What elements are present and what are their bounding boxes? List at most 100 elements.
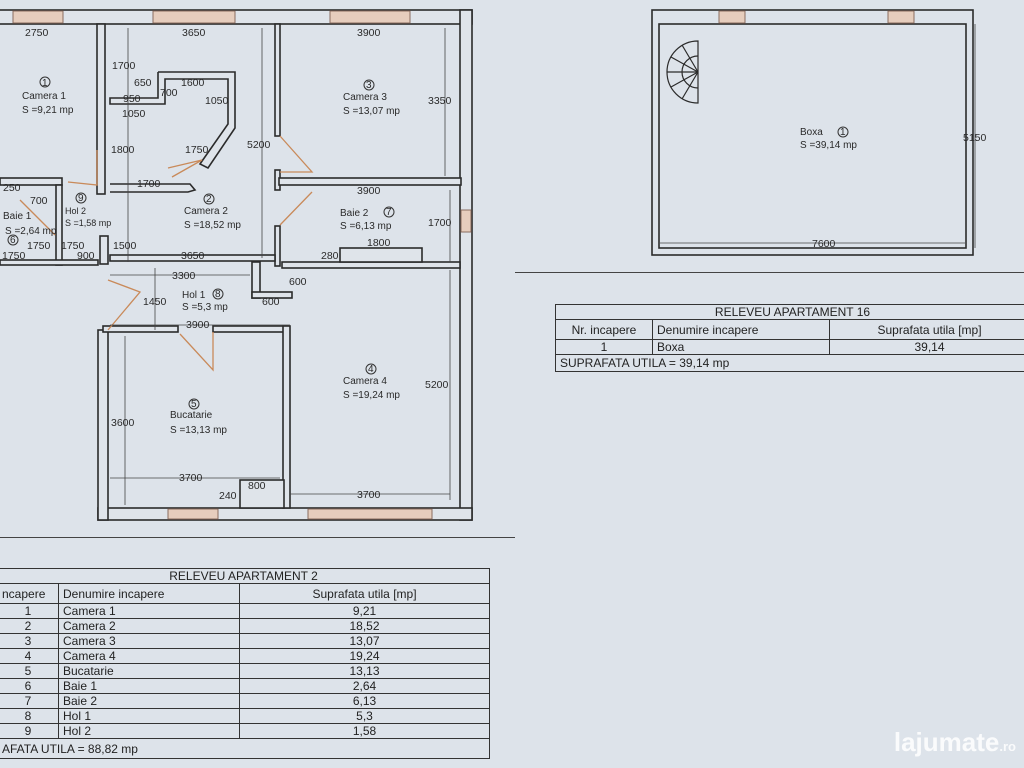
room-label-bucatarie: 5 Bucatarie S =13,13 mp (170, 398, 227, 436)
wall (274, 225, 281, 267)
svg-text:900: 900 (77, 250, 95, 262)
door (179, 332, 214, 372)
svg-text:1500: 1500 (113, 240, 137, 252)
svg-text:1750: 1750 (61, 240, 85, 252)
dimension-labels: 2750 3650 3900 1700 650 1600 950 700 105… (2, 27, 452, 502)
header-area: Suprafata utila [mp] (829, 319, 1024, 340)
wall (251, 291, 293, 299)
svg-text:Camera 1: Camera 1 (22, 91, 66, 102)
svg-text:700: 700 (160, 87, 178, 99)
table-releveu-apartament-16: RELEVEU APARTAMENT 16 Nr. incapere Denum… (555, 304, 1024, 372)
wall-inner (658, 23, 967, 249)
svg-text:3900: 3900 (357, 185, 381, 197)
svg-text:240: 240 (219, 490, 237, 502)
spiral-stair-icon (666, 40, 699, 104)
svg-text:1800: 1800 (367, 237, 391, 249)
header-name: Denumire incapere (58, 583, 240, 604)
watermark-logo: lajumate.ro (893, 727, 1016, 757)
window (12, 10, 64, 24)
svg-text:S =19,24 mp: S =19,24 mp (343, 390, 400, 401)
svg-text:S =9,21 mp: S =9,21 mp (22, 105, 74, 116)
svg-text:3900: 3900 (186, 319, 210, 331)
svg-text:3650: 3650 (181, 250, 205, 262)
header-nr: ncapere (0, 583, 59, 604)
room-label-camera-2: 2 Camera 2 S =18,52 mp (184, 193, 241, 231)
svg-text:2750: 2750 (25, 27, 49, 39)
wall (459, 9, 473, 521)
wall (0, 177, 63, 186)
svg-text:1800: 1800 (111, 144, 135, 156)
svg-text:Bucatarie: Bucatarie (170, 410, 213, 421)
svg-text:800: 800 (248, 480, 266, 492)
svg-text:650: 650 (134, 77, 152, 89)
svg-text:3350: 3350 (428, 95, 452, 107)
svg-text:1750: 1750 (2, 250, 26, 262)
svg-text:3900: 3900 (357, 27, 381, 39)
header-area: Suprafata utila [mp] (239, 583, 490, 604)
svg-text:S =18,52 mp: S =18,52 mp (184, 220, 241, 231)
wall-outer (651, 9, 974, 256)
window (152, 10, 236, 24)
svg-text:8: 8 (215, 289, 221, 300)
room-label-camera-1: 1 Camera 1 S =9,21 mp (22, 76, 74, 116)
svg-text:3600: 3600 (111, 417, 135, 429)
window (460, 209, 472, 233)
svg-text:280: 280 (321, 250, 339, 262)
table-total: SUPRAFATA UTILA = 39,14 mp (555, 354, 1024, 372)
svg-text:1450: 1450 (143, 296, 167, 308)
window (329, 10, 411, 24)
table-title: RELEVEU APARTAMENT 16 (555, 304, 1024, 320)
svg-text:1: 1 (42, 78, 48, 89)
door (167, 159, 203, 178)
svg-text:Baie 2: Baie 2 (340, 208, 369, 219)
divider (515, 272, 1024, 273)
svg-text:3300: 3300 (172, 270, 196, 282)
header-name: Denumire incapere (652, 319, 830, 340)
svg-text:7: 7 (386, 207, 392, 218)
plan-apartment-2: 1 Camera 1 S =9,21 mp 2 Camera 2 S =18,5… (0, 9, 473, 521)
svg-text:950: 950 (123, 93, 141, 105)
closet (109, 71, 236, 170)
window (887, 10, 915, 24)
room-label-camera-3: 3 Camera 3 S =13,07 mp (343, 79, 400, 117)
room-label-camera-4: 4 Camera 4 S =19,24 mp (343, 363, 400, 401)
svg-text:S =2,64 mp: S =2,64 mp (5, 226, 57, 237)
wall (282, 325, 291, 509)
svg-text:250: 250 (3, 182, 21, 194)
svg-text:700: 700 (30, 195, 48, 207)
svg-text:6: 6 (10, 235, 16, 246)
svg-text:S =1,58 mp: S =1,58 mp (65, 218, 111, 228)
divider (0, 537, 515, 538)
counter (239, 479, 285, 509)
svg-text:1050: 1050 (122, 108, 146, 120)
svg-text:S =6,13 mp: S =6,13 mp (340, 221, 392, 232)
svg-text:3650: 3650 (182, 27, 206, 39)
svg-text:1050: 1050 (205, 95, 229, 107)
table-total: AFATA UTILA = 88,82 mp (0, 738, 490, 759)
dimension-label: 7600 (812, 238, 836, 250)
svg-text:Hol 2: Hol 2 (65, 206, 86, 216)
room-label-hol-2: 9 Hol 2 S =1,58 mp (65, 192, 111, 228)
svg-text:600: 600 (289, 276, 307, 288)
svg-text:4: 4 (368, 364, 374, 375)
svg-text:Camera 3: Camera 3 (343, 92, 387, 103)
svg-text:1600: 1600 (181, 77, 205, 89)
door (279, 135, 314, 173)
svg-text:1700: 1700 (112, 60, 136, 72)
wall (278, 177, 462, 186)
dimension-label: 5150 (963, 132, 987, 144)
wall (109, 254, 276, 262)
plan-apartment-16: Boxa 1 S =39,14 mp 5150 7600 (651, 9, 987, 256)
svg-text:S =39,14 mp: S =39,14 mp (800, 140, 857, 151)
svg-text:3: 3 (366, 80, 372, 91)
svg-text:1750: 1750 (27, 240, 51, 252)
